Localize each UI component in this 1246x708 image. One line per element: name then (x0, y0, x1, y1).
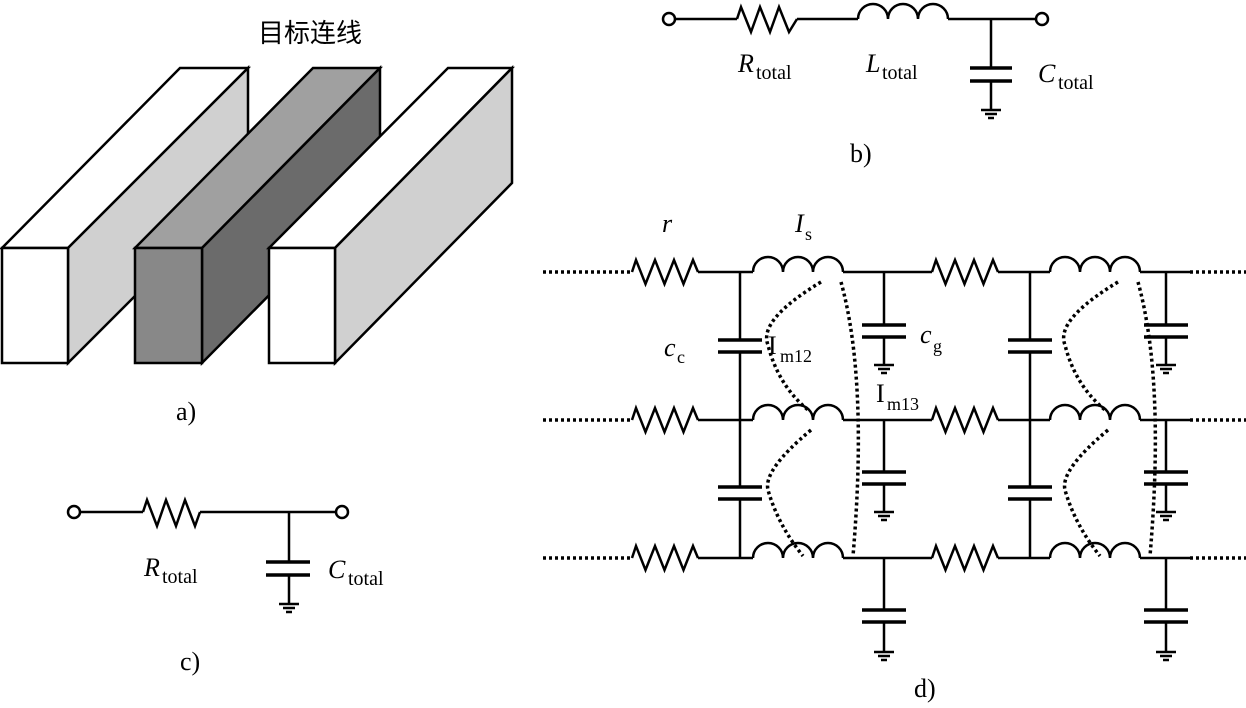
resistor-r (630, 542, 700, 574)
resistor-r (930, 256, 1000, 288)
capacitor-c-total (970, 66, 1012, 83)
inductor-ls (751, 403, 845, 421)
part-d-labels: r I s c c I m12 c g I m13 d) (662, 209, 942, 703)
resistor-r (930, 542, 1000, 574)
label-cg: c (920, 320, 932, 349)
mutual-inductance-m12 (765, 428, 813, 558)
label-c-total-sub: total (1058, 72, 1094, 94)
label-r-total-sub: total (162, 566, 198, 588)
right-wire-front (267, 246, 337, 365)
label-m12-sub: m12 (780, 346, 812, 366)
resistor-r-total (735, 3, 799, 36)
caption-c: c) (180, 647, 200, 676)
label-r-total-sub: total (756, 62, 792, 84)
ground-icon (981, 108, 1001, 120)
left-wire-front (0, 246, 70, 365)
inductor-ls (1048, 255, 1142, 273)
mutual-inductance-m12 (1061, 280, 1119, 412)
label-cc: c (664, 333, 676, 362)
part-d-circuit (543, 255, 1246, 662)
caption-d: d) (914, 674, 936, 703)
label-l-total-sub: total (882, 62, 918, 84)
terminal-out (1034, 11, 1050, 27)
target-wire-front (133, 246, 204, 365)
inductor-l-total (856, 2, 950, 20)
part-b-circuit: R total L total C total b) (661, 2, 1094, 168)
part-c-circuit: R total C total c) (66, 496, 384, 676)
resistor-r (930, 404, 1000, 436)
label-c-total: C (1038, 59, 1056, 88)
caption-a: a) (176, 397, 196, 426)
inductor-ls (1048, 403, 1142, 421)
caption-b: b) (850, 139, 872, 168)
left-wire-box (0, 64, 252, 367)
label-ls-sub: s (805, 224, 812, 244)
label-c-total-sub: total (348, 568, 384, 590)
label-r-total: R (143, 553, 160, 582)
target-wire-title: 目标连线 (258, 19, 362, 49)
label-r-total: R (737, 49, 754, 78)
terminal-out (334, 504, 350, 520)
label-cg-sub: g (933, 336, 942, 356)
resistor-r (630, 404, 700, 436)
label-m13-sub: m13 (887, 394, 919, 414)
label-c-total: C (328, 555, 346, 584)
inductor-ls (751, 541, 845, 559)
label-cc-sub: c (677, 347, 685, 367)
terminal-in (66, 504, 82, 520)
resistor-r-total (141, 496, 202, 530)
part-a-wires: 目标连线 a) (0, 19, 515, 426)
resistor-r (630, 256, 700, 288)
label-ls: I (794, 209, 805, 238)
inductor-ls (1048, 541, 1142, 559)
inductor-ls (751, 255, 845, 273)
terminal-in (661, 11, 677, 27)
label-m13: I (876, 379, 885, 408)
ground-icon (279, 602, 299, 614)
label-l-total: L (865, 49, 880, 78)
right-wire-box (265, 64, 515, 367)
mutual-inductance-m12 (1062, 428, 1110, 558)
label-r: r (662, 209, 673, 238)
target-wire-box (132, 64, 383, 367)
label-m12: I (768, 331, 777, 360)
capacitor-c-total (266, 560, 310, 577)
